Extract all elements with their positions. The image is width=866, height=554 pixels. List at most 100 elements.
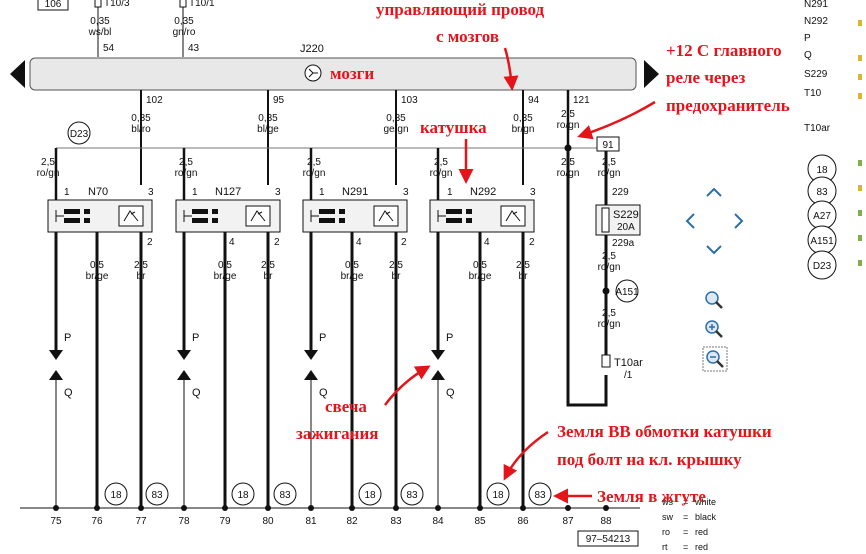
arrow-ground-hv: [503, 430, 549, 481]
annotation-coil: катушка: [420, 118, 487, 137]
ruler-number: 81: [305, 516, 317, 527]
pan-left-icon[interactable]: [685, 213, 695, 229]
wire-top-2-size: 0,35: [174, 16, 194, 27]
pan-up-icon[interactable]: [706, 187, 722, 197]
ruler-number: 85: [474, 516, 486, 527]
ground-badge: [400, 482, 424, 506]
plug-n70: P Q: [49, 232, 73, 508]
coil-pin4: 4: [229, 237, 235, 248]
plug-p-label: P: [64, 332, 71, 344]
wire-top-1-color: ws/bl: [88, 27, 112, 38]
ground-badge: [273, 482, 297, 506]
coil-pin2: 2: [147, 237, 153, 248]
coil-pin2: 2: [401, 237, 407, 248]
view-controls: [685, 187, 744, 372]
plug-p-arrow-icon: [431, 350, 445, 360]
side-badge-label: 18: [816, 165, 828, 176]
ground-badge: [528, 482, 552, 506]
coil-winding-icon: [310, 209, 345, 223]
coil-switch-icon: [373, 205, 399, 227]
pan-down-icon[interactable]: [706, 245, 722, 255]
side-item[interactable]: T10: [804, 88, 822, 99]
fuse-out-size: 2,5: [602, 251, 616, 262]
coil-pin2: 2: [274, 237, 280, 248]
coil-pin2: 2: [529, 237, 535, 248]
ruler-number: 75: [50, 516, 62, 527]
feed-n70-color: ro/gn: [37, 168, 60, 179]
pin-102-color: bl/ro: [131, 124, 151, 135]
ground-badge: [486, 482, 510, 506]
terminal-t10-1: T10/1: [189, 0, 215, 9]
coil-pin3: 3: [275, 187, 281, 198]
ecu-bar: J220 мозги: [10, 43, 659, 91]
coil-switch-icon: [500, 205, 526, 227]
fuse-ref: 91: [602, 140, 614, 151]
side-item[interactable]: P: [804, 33, 811, 44]
plug-q-label: Q: [192, 387, 201, 399]
feed-n127-size: 2,5: [179, 157, 193, 168]
coil-pin1: 1: [319, 187, 325, 198]
plug-p-label: P: [319, 332, 326, 344]
plug-q-arrow-icon: [49, 370, 63, 380]
pin-102-size: 0,35: [131, 113, 151, 124]
side-item[interactable]: N291: [804, 0, 828, 10]
coil-n292: N292 1 3 4 2 0,5 br/ge 2,5 br: [429, 186, 536, 282]
legend-eq: =: [683, 497, 688, 507]
ecu-symbol-icon: [304, 64, 322, 82]
coil-name: N127: [215, 186, 241, 198]
plug-q-arrow-icon: [177, 370, 191, 380]
ecu-label: мозги: [330, 64, 374, 83]
side-item[interactable]: T10ar: [804, 123, 831, 134]
connector-out-color: ro/gn: [598, 319, 621, 330]
supply-loop: [566, 150, 608, 407]
pin-102: 102: [146, 95, 163, 106]
scroll-left-arrow-icon[interactable]: [10, 60, 25, 88]
plug-q-arrow-icon: [304, 370, 318, 380]
plug-n292: P Q: [431, 232, 455, 508]
box-ref: 106: [45, 0, 62, 10]
zoom-in-icon[interactable]: [705, 320, 723, 338]
coil-winding-icon: [183, 209, 218, 223]
pin-103: 103: [401, 95, 418, 106]
wire-top-1-pin: 54: [103, 43, 115, 54]
feed-n292-size: 2,5: [434, 157, 448, 168]
feed-n291-color: ro/gn: [303, 168, 326, 179]
coil-switch-icon: [245, 205, 271, 227]
ground-badge-label: 18: [364, 490, 376, 501]
annotation-ground-hv-1: Земля ВВ обмотки катушки: [557, 422, 772, 441]
ground-badge-label: 18: [237, 490, 249, 501]
ground-badge-label: 18: [492, 490, 504, 501]
ground-badge: [104, 482, 128, 506]
annotations: управляющий провод с мозгов +12 С главно…: [296, 0, 790, 506]
coil-n291: N291 1 3 4 2 0,5 br/ge 2,5 br: [302, 186, 409, 282]
fuse-element-icon: [601, 207, 610, 233]
zoom-out-icon[interactable]: [702, 346, 728, 372]
zoom-icon[interactable]: [705, 291, 723, 309]
side-badge[interactable]: [807, 250, 837, 280]
scroll-right-arrow-icon[interactable]: [644, 60, 659, 88]
fuse-out-color: ro/gn: [598, 262, 621, 273]
ground-badge-label: 83: [406, 490, 418, 501]
side-item[interactable]: S229: [804, 69, 828, 80]
pin-103-color: ge/gn: [383, 124, 408, 135]
pin-121-color: ro/gn: [557, 120, 580, 131]
wire-top-1-size: 0,35: [90, 16, 110, 27]
pan-right-icon[interactable]: [734, 213, 744, 229]
coil-name: N70: [88, 186, 108, 198]
ground-badge-label: 83: [534, 490, 546, 501]
side-item[interactable]: Q: [804, 50, 812, 61]
plug-q-label: Q: [319, 387, 328, 399]
pin-121: 121: [573, 95, 590, 106]
terminal-t10ar: T10ar: [614, 357, 643, 369]
annotation-plus12-1: +12 С главного: [666, 41, 782, 60]
side-badge-label: 83: [816, 187, 828, 198]
side-item[interactable]: N292: [804, 16, 828, 27]
plug-n127: P Q: [177, 232, 201, 508]
fuse-pin-bottom: 229a: [612, 238, 635, 249]
ruler-number: 76: [91, 516, 103, 527]
doc-ref-frame: [577, 530, 639, 547]
ground-badge: [231, 482, 255, 506]
terminal-t10ar-icon: [601, 354, 611, 368]
arrow-spark: [383, 365, 431, 406]
side-bullets: [858, 20, 862, 266]
